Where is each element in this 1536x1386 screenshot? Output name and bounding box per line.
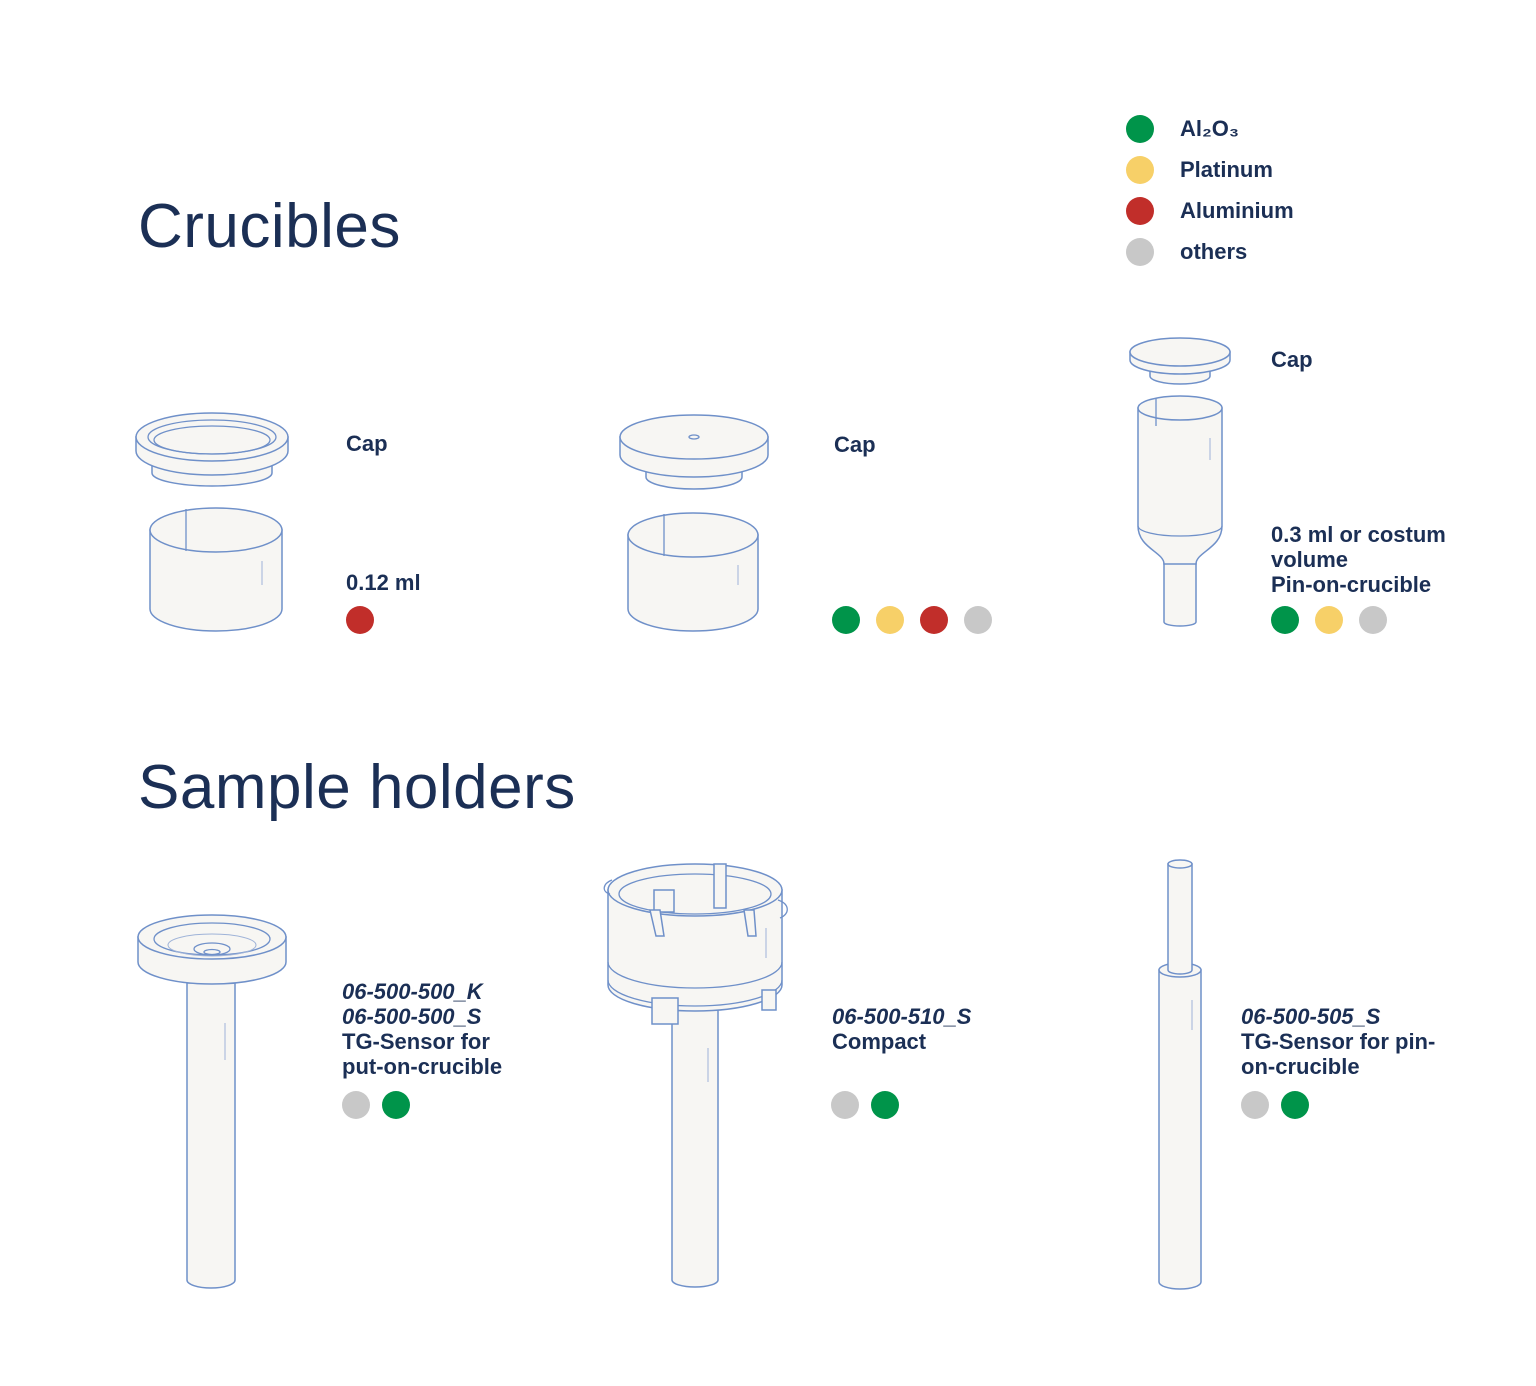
holder-3-description-line2: on-crucible <box>1241 1054 1360 1079</box>
material-dot-others <box>964 606 992 634</box>
material-dot-al2o3 <box>832 606 860 634</box>
holder-3-stem <box>1158 962 1202 1290</box>
others-swatch <box>1126 238 1154 266</box>
material-dot-platinum <box>876 606 904 634</box>
material-dot-others <box>342 1091 370 1119</box>
crucible-1-volume: 0.12 ml <box>346 570 421 595</box>
material-dot-others <box>831 1091 859 1119</box>
crucible-3-volume-line2: volume <box>1271 547 1349 572</box>
legend-item-al2o3: Al₂O₃ <box>1126 114 1239 144</box>
crucible-3-type-label: Pin-on-crucible <box>1271 572 1432 597</box>
material-dot-al2o3 <box>382 1091 410 1119</box>
holder-1-plate <box>137 914 287 985</box>
material-dot-aluminium <box>346 606 374 634</box>
legend-label: Platinum <box>1180 157 1273 182</box>
holder-1-code-s: 06-500-500_S <box>342 1004 482 1029</box>
crucible-3-drawing <box>1129 337 1231 627</box>
holder-1-description-line1: TG-Sensor for <box>342 1029 490 1054</box>
legend-item-others: others <box>1126 237 1247 267</box>
legend-item-aluminium: Aluminium <box>1126 196 1294 226</box>
holder-2-description: Compact <box>832 1029 927 1054</box>
crucibles-heading: Crucibles <box>138 192 401 261</box>
crucible-2-cap <box>619 414 769 490</box>
legend-label: others <box>1180 239 1248 264</box>
crucible-2-drawing <box>619 414 769 632</box>
material-dot-platinum <box>1315 606 1343 634</box>
crucible-2-cap-label: Cap <box>834 432 876 457</box>
crucible-1-cap <box>135 412 289 487</box>
material-dot-al2o3 <box>1281 1091 1309 1119</box>
material-dot-others <box>1241 1091 1269 1119</box>
crucible-3-body <box>1137 395 1223 627</box>
crucible-3-cap-label: Cap <box>1271 347 1313 372</box>
crucible-3-cap <box>1129 337 1231 385</box>
holder-2-basket <box>603 863 788 1025</box>
holder-3-pin <box>1167 859 1193 975</box>
holder-1-description-line2: put-on-crucible <box>342 1054 503 1079</box>
holder-1-code-k: 06-500-500_K <box>342 979 483 1004</box>
holder-3-description-line1: TG-Sensor for pin- <box>1241 1029 1436 1054</box>
al2o3-swatch <box>1126 115 1154 143</box>
legend-label: Al₂O₃ <box>1180 116 1240 141</box>
sample-holders-heading: Sample holders <box>138 753 576 822</box>
holder-3-drawing <box>1158 859 1202 1290</box>
crucible-1-body <box>149 507 283 632</box>
holder-2-code: 06-500-510_S <box>832 1004 972 1029</box>
holder-2-stem <box>671 1009 719 1288</box>
material-dot-al2o3 <box>1271 606 1299 634</box>
aluminium-swatch <box>1126 197 1154 225</box>
material-dot-others <box>1359 606 1387 634</box>
crucible-3-volume-line1: 0.3 ml or costum <box>1271 522 1446 547</box>
holder-2-drawing <box>603 863 788 1288</box>
holder-1-stem <box>186 982 236 1289</box>
legend-item-platinum: Platinum <box>1126 155 1273 185</box>
platinum-swatch <box>1126 156 1154 184</box>
holder-3-code: 06-500-505_S <box>1241 1004 1381 1029</box>
holder-1-drawing <box>137 914 287 1289</box>
legend-label: Aluminium <box>1180 198 1294 223</box>
material-dot-aluminium <box>920 606 948 634</box>
crucible-1-drawing <box>135 412 289 632</box>
material-dot-al2o3 <box>871 1091 899 1119</box>
crucible-2-body <box>627 512 759 632</box>
crucible-1-cap-label: Cap <box>346 431 388 456</box>
